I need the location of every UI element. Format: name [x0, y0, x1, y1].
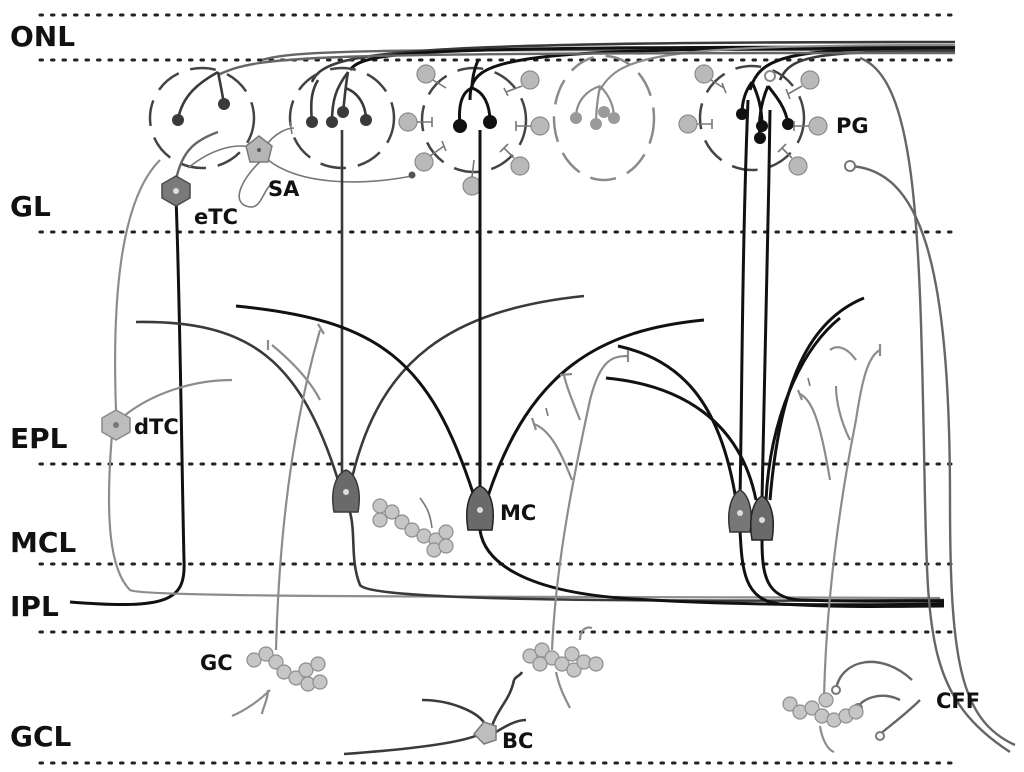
glomerulus-4: [552, 54, 656, 182]
cell-label-bc: BC: [502, 729, 533, 753]
mitral-cell-left: [135, 130, 945, 602]
pg-cell: [777, 143, 808, 176]
cell-labels: SA eTC PG dTC MC GC BC CFF: [134, 114, 980, 753]
pg-cell: [678, 114, 713, 134]
mitral-cell-right-pair: [605, 99, 945, 608]
granule-cell-right: [796, 344, 882, 701]
cell-label-sa: SA: [268, 177, 300, 201]
pg-cell: [414, 140, 447, 172]
pg-cell: [398, 112, 433, 132]
cell-label-gc: GC: [200, 651, 233, 675]
layer-label-mcl: MCL: [10, 526, 76, 559]
pg-cell: [793, 116, 828, 136]
granule-cell-center: [530, 350, 630, 709]
cell-label-cff: CFF: [936, 689, 980, 713]
layer-label-gcl: GCL: [10, 720, 72, 753]
cell-label-dtc: dTC: [134, 415, 179, 439]
periglomerular-cells: [398, 64, 828, 196]
deep-tufted-cell: [101, 159, 941, 600]
cell-label-mc: MC: [500, 501, 536, 525]
external-tufted-cell: [69, 130, 219, 607]
bc-cell-body: [472, 721, 497, 745]
short-axon-cell: [187, 121, 416, 208]
granule-cluster-mid: [372, 497, 454, 558]
layer-label-ipl: IPL: [10, 590, 59, 623]
glomerulus-1: [148, 66, 256, 170]
blanes-cell: [343, 671, 527, 756]
pg-cell: [503, 70, 540, 97]
layer-label-epl: EPL: [10, 422, 68, 455]
glomerulus-5: [698, 64, 806, 172]
pg-cell: [462, 159, 482, 196]
cell-label-etc: eTC: [194, 205, 238, 229]
centrifugal-fibers: [831, 56, 1016, 754]
pg-cell: [416, 64, 447, 89]
glomeruli: [148, 54, 806, 182]
layer-labels: ONL GL EPL MCL IPL GCL: [10, 20, 76, 753]
layer-label-gl: GL: [10, 190, 51, 223]
granule-cluster-left: [246, 646, 328, 692]
pg-cell: [515, 116, 550, 136]
pg-cell-hollow: [764, 70, 776, 82]
pg-cell: [499, 143, 530, 176]
granule-cluster-center: [522, 642, 604, 678]
olfactory-nerve-axons: [217, 40, 956, 101]
pg-cell: [694, 64, 727, 94]
pg-cell: [785, 70, 820, 100]
glomerular-tufts: [172, 59, 794, 144]
cell-label-pg: PG: [836, 114, 869, 138]
layer-label-onl: ONL: [10, 20, 75, 53]
granule-cell-left: [231, 323, 325, 718]
granule-cluster-right: [782, 692, 864, 754]
